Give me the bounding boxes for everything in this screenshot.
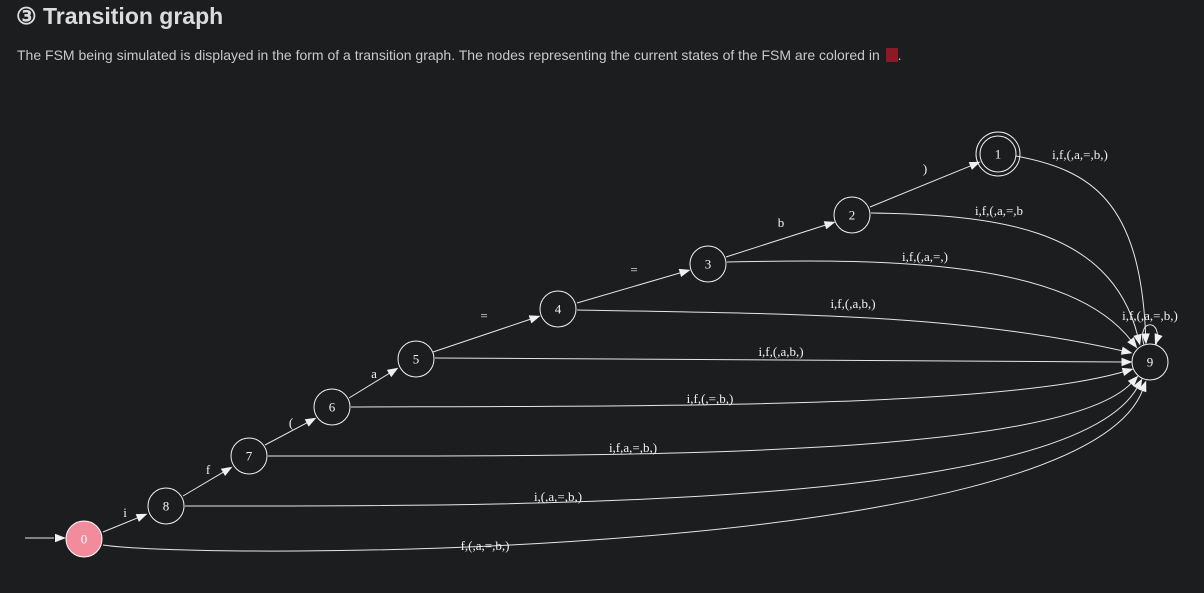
edge-arrow-2-9 <box>1133 333 1142 346</box>
state-label: 3 <box>705 257 712 272</box>
edge-label-6-5: a <box>371 366 377 381</box>
state-circle <box>313 388 351 426</box>
label-layer: i f ( a = = b) i,f,(,a,=,b,) i,f,(,a,=,b i,f,(,a,… <box>123 147 1178 553</box>
state-label: 7 <box>246 449 253 464</box>
state-node-7[interactable]: 7 <box>230 437 268 475</box>
edge-arrow-6-5 <box>386 367 399 378</box>
edge-arrow-7-6 <box>304 417 317 427</box>
edge-arrow-3-2 <box>823 221 836 230</box>
edge-arrow-4-9 <box>1120 346 1133 355</box>
edge-1-9 <box>1015 155 1147 336</box>
state-circle <box>979 135 1017 173</box>
state-node-9[interactable]: 9 <box>1131 343 1169 381</box>
state-node-8[interactable]: 8 <box>147 487 185 525</box>
edge-0-9 <box>102 389 1144 552</box>
edge-5-4 <box>432 318 532 353</box>
edge-0-8 <box>102 516 139 533</box>
graph-description: The FSM being simulated is displayed in … <box>17 46 902 64</box>
edge-arrow-0-9 <box>1138 380 1147 393</box>
edge-label-8-7: f <box>206 462 211 477</box>
state-node-5[interactable]: 5 <box>397 340 435 378</box>
edge-arrow-4-3 <box>678 268 691 277</box>
edge-3-9 <box>726 260 1132 342</box>
edge-3-2 <box>725 224 827 258</box>
state-circle <box>539 290 577 328</box>
edge-label-1-9: i,f,(,a,=,b,) <box>1052 147 1108 162</box>
edge-label-6-9: i,f,(,=,b,) <box>687 391 734 406</box>
edge-label-7-6: ( <box>289 415 293 430</box>
graph-description-text: The FSM being simulated is displayed in … <box>17 47 880 63</box>
edge-arrow-6-9 <box>1121 367 1134 376</box>
edge-label-3-9: i,f,(,a,=,) <box>902 249 948 264</box>
edge-arrow-7-9 <box>1127 375 1139 387</box>
edge-8-9 <box>184 386 1139 507</box>
page-title: ③ Transition graph <box>16 2 223 30</box>
state-label: 6 <box>329 400 336 415</box>
state-label: 4 <box>555 302 562 317</box>
state-node-4[interactable]: 4 <box>539 290 577 328</box>
edge-label-4-3: = <box>630 262 637 277</box>
state-label: 1 <box>995 147 1002 162</box>
edge-label-9-9: i,f,(,a,=,b,) <box>1122 308 1178 323</box>
graph-description-suffix: . <box>897 47 902 63</box>
edge-2-9 <box>870 212 1139 337</box>
edge-8-7 <box>182 471 225 497</box>
step-three-icon: ③ <box>16 3 37 29</box>
state-node-1[interactable]: 1 <box>975 131 1021 177</box>
accepting-state-ring <box>975 131 1021 177</box>
edge-label-5-9: i,f,(,a,b,) <box>758 344 803 359</box>
edge-4-3 <box>576 272 682 304</box>
edge-7-6 <box>264 421 309 446</box>
self-loop-arrow-9 <box>1154 333 1163 345</box>
state-node-0[interactable]: 0 <box>65 520 103 558</box>
edge-label-7-9: i,f,a,=,b,) <box>609 440 657 455</box>
start-arrow-head <box>55 533 66 543</box>
state-circle <box>689 245 727 283</box>
edge-label-8-9: i,(,a,=,b,) <box>534 489 582 504</box>
edge-arrow-8-9 <box>1133 378 1143 391</box>
edge-arrow-2-1 <box>968 161 981 170</box>
edge-7-9 <box>267 382 1133 457</box>
edge-2-1 <box>869 164 972 208</box>
page-title-text: Transition graph <box>43 3 224 29</box>
edge-arrow-0-8 <box>135 513 148 522</box>
state-label: 5 <box>413 352 420 367</box>
edge-6-9 <box>350 371 1125 408</box>
edge-arrow-1-9 <box>1141 333 1150 345</box>
edge-4-9 <box>576 309 1124 352</box>
state-circle <box>147 487 185 525</box>
edge-arrow-5-4 <box>528 315 541 324</box>
edge-label-5-4: = <box>480 308 487 323</box>
state-circle <box>397 340 435 378</box>
edge-6-5 <box>348 372 391 399</box>
edge-arrow-8-7 <box>220 466 233 476</box>
edge-label-0-9: f,(,a,=,b,) <box>461 538 510 553</box>
edge-label-4-9: i,f,(,a,b,) <box>830 296 875 311</box>
state-label: 2 <box>849 208 856 223</box>
edge-arrow-5-9 <box>1121 357 1133 367</box>
state-circle <box>1131 343 1169 381</box>
state-node-3[interactable]: 3 <box>689 245 727 283</box>
node-layer: 0 8 7 6 5 4 3 2 1 9 <box>65 131 1169 558</box>
edge-label-3-2: b <box>778 215 785 230</box>
state-label: 0 <box>81 532 88 547</box>
state-label: 9 <box>1147 355 1154 370</box>
state-circle <box>230 437 268 475</box>
state-node-6[interactable]: 6 <box>313 388 351 426</box>
current-state-color-swatch <box>885 48 898 62</box>
current-state-circle <box>65 520 103 558</box>
state-node-2[interactable]: 2 <box>833 196 871 234</box>
edge-label-2-1: ) <box>923 161 927 176</box>
state-circle <box>833 196 871 234</box>
edge-label-0-8: i <box>123 505 127 520</box>
edge-label-2-9: i,f,(,a,=,b <box>975 203 1023 218</box>
state-label: 8 <box>163 499 170 514</box>
edge-layer <box>25 155 1163 552</box>
edge-5-9 <box>434 357 1124 363</box>
edge-arrow-3-9 <box>1127 337 1138 349</box>
